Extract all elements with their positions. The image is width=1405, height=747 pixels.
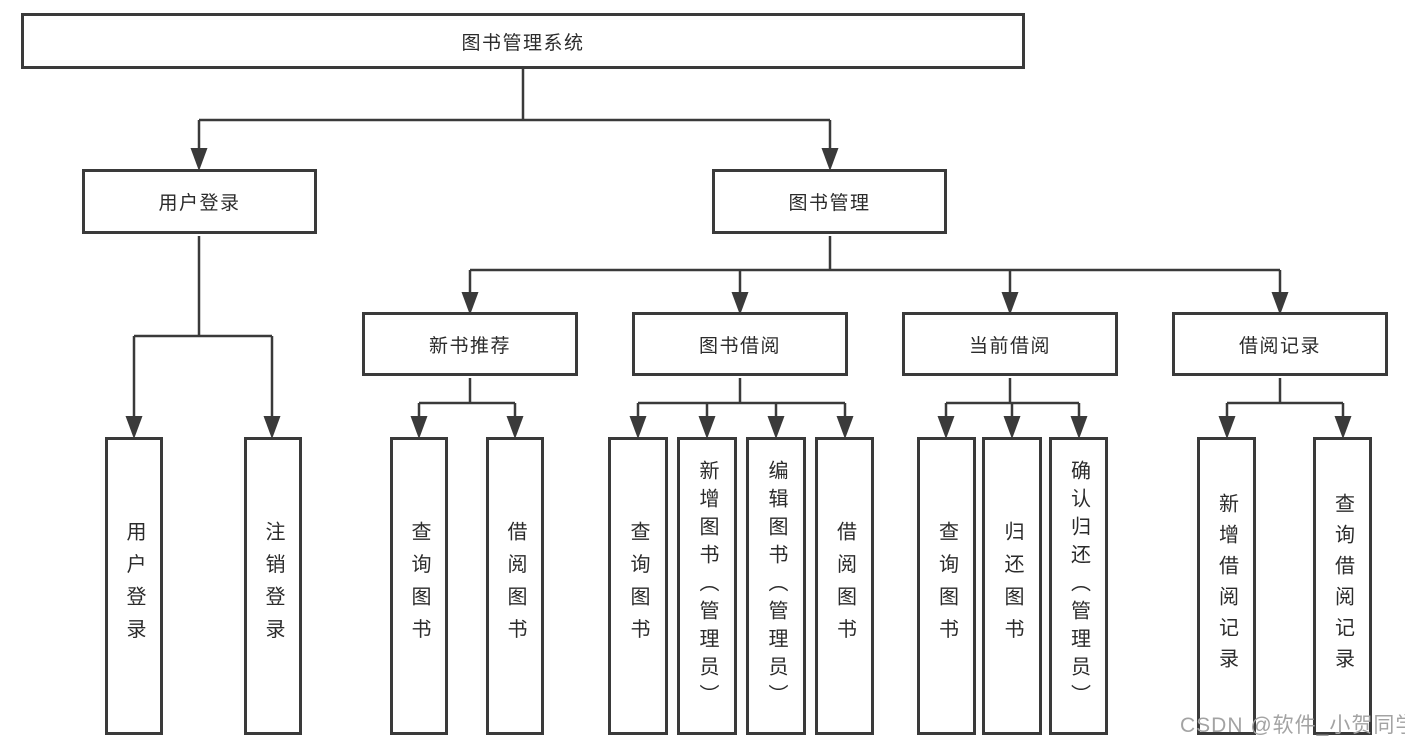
node-library-management-system: 图书管理系统 — [21, 13, 1025, 69]
leaf-logout: 注销登录 — [244, 437, 302, 735]
node-book-management: 图书管理 — [712, 169, 947, 234]
csdn-watermark: CSDN @软件_小贺同学 — [1180, 714, 1405, 737]
leaf-query-books-recommend: 查询图书 — [390, 437, 448, 735]
leaf-query-books-current: 查询图书 — [917, 437, 976, 735]
node-user-login: 用户登录 — [82, 169, 317, 234]
leaf-return-book: 归还图书 — [982, 437, 1042, 735]
leaf-confirm-return-admin: 确认归还（管理员） — [1049, 437, 1108, 735]
leaf-add-borrow-record: 新增借阅记录 — [1197, 437, 1256, 735]
leaf-borrow-books: 借阅图书 — [815, 437, 874, 735]
leaf-add-book-admin: 新增图书（管理员） — [677, 437, 737, 735]
node-new-book-recommend: 新书推荐 — [362, 312, 578, 376]
node-current-borrow: 当前借阅 — [902, 312, 1118, 376]
leaf-user-login: 用户登录 — [105, 437, 163, 735]
leaf-borrow-books-recommend: 借阅图书 — [486, 437, 544, 735]
leaf-query-borrow-record: 查询借阅记录 — [1313, 437, 1372, 735]
node-book-borrow: 图书借阅 — [632, 312, 848, 376]
leaf-query-books-borrow: 查询图书 — [608, 437, 668, 735]
node-borrow-records: 借阅记录 — [1172, 312, 1388, 376]
leaf-edit-book-admin: 编辑图书（管理员） — [746, 437, 806, 735]
